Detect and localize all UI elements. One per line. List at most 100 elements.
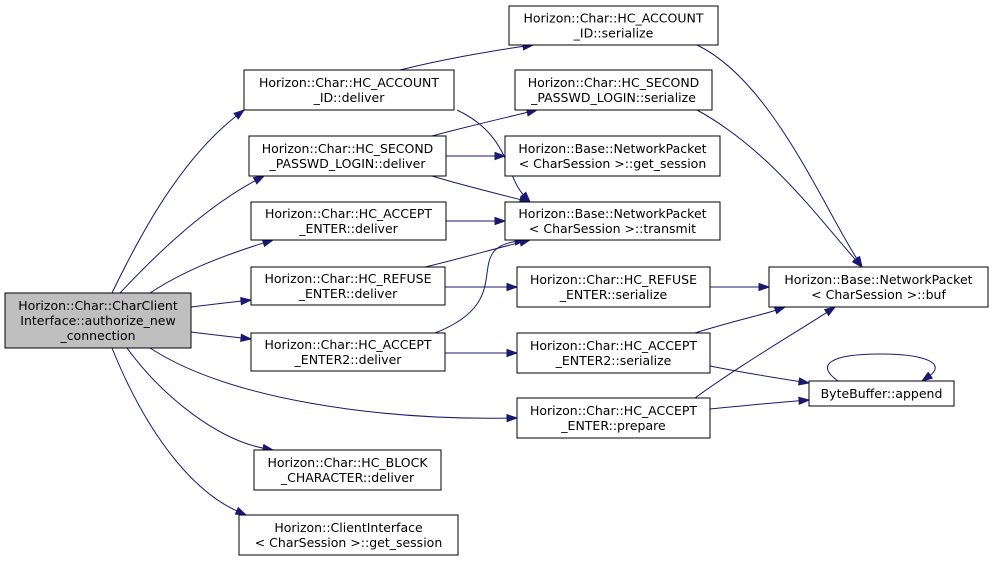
node-label-line: < CharSession >::get_session xyxy=(255,535,443,550)
edge-line xyxy=(399,45,525,71)
node-label-line: _ENTER::deliver xyxy=(298,286,398,301)
edge-arrowhead xyxy=(506,348,519,358)
node-acc-id-serialize[interactable]: Horizon::Char::HC_ACCOUNT_ID::serialize xyxy=(508,5,719,46)
node-accept-enter2-deliver[interactable]: Horizon::Char::HC_ACCEPT_ENTER2::deliver xyxy=(250,332,446,372)
node-box xyxy=(808,380,955,407)
node-label-line: Horizon::Base::NetworkPacket xyxy=(518,206,706,221)
node-box xyxy=(250,266,446,306)
node-root[interactable]: Horizon::Char::CharClientInterface::auth… xyxy=(4,292,192,349)
node-label-line: _ENTER::deliver xyxy=(298,221,398,236)
node-label-line: Horizon::Base::NetworkPacket xyxy=(518,141,706,156)
node-label-line: Horizon::Char::HC_SECOND xyxy=(528,75,700,90)
edge-arrowhead xyxy=(773,306,787,315)
node-accept-enter-prepare[interactable]: Horizon::Char::HC_ACCEPT_ENTER::prepare xyxy=(516,397,711,439)
edge-arrowhead xyxy=(920,371,934,382)
edge-arrowhead xyxy=(506,282,519,292)
edge-sec_pass_deliver-to-np_get_session xyxy=(445,151,507,161)
edge-acc_id_serialize-to-np_buf xyxy=(696,44,863,269)
edge-accept_enter2_serialize-to-bb_append xyxy=(709,365,811,386)
edge-arrowhead xyxy=(234,506,248,516)
node-accept-enter2-serialize[interactable]: Horizon::Char::HC_ACCEPT_ENTER2::seriali… xyxy=(516,332,711,374)
edge-acc_id_deliver-to-acc_id_serialize xyxy=(399,42,535,71)
node-label-line: ByteBuffer::append xyxy=(821,386,943,401)
node-box xyxy=(514,69,713,111)
edge-arrowhead xyxy=(506,413,519,423)
node-label-line: Horizon::Char::HC_ACCOUNT xyxy=(259,75,439,90)
node-np-get-session[interactable]: Horizon::Base::NetworkPacket< CharSessio… xyxy=(504,135,721,177)
edge-root-to-refuse_enter_deliver xyxy=(190,296,253,308)
node-box xyxy=(238,514,459,556)
edge-root-to-acc_id_deliver xyxy=(111,109,246,294)
node-label-line: < CharSession >::get_session xyxy=(519,156,707,171)
node-box xyxy=(504,201,721,241)
node-box xyxy=(253,449,442,491)
edge-accept_enter2_deliver-to-accept_enter2_serialize xyxy=(445,348,519,358)
edge-root-to-accept_enter2_deliver xyxy=(190,331,253,343)
node-label-line: Horizon::ClientInterface xyxy=(274,520,423,535)
node-refuse-enter-deliver[interactable]: Horizon::Char::HC_REFUSE_ENTER::deliver xyxy=(250,266,446,306)
edge-arrowhead xyxy=(798,396,811,406)
node-bb-append[interactable]: ByteBuffer::append xyxy=(808,380,955,407)
edge-arrowhead xyxy=(240,333,253,343)
node-label-line: _ENTER::prepare xyxy=(560,418,666,433)
function-nodes: Horizon::Char::CharClientInterface::auth… xyxy=(4,5,989,556)
edge-arrowhead xyxy=(823,306,837,317)
node-box xyxy=(516,332,711,374)
edge-refuse_enter_serialize-to-np_buf xyxy=(710,282,771,292)
edge-accept_enter_prepare-to-bb_append xyxy=(709,396,811,410)
edge-line xyxy=(694,311,828,399)
node-box xyxy=(243,69,455,111)
node-label-line: _ENTER2::deliver xyxy=(294,352,403,367)
edge-root-to-accept_enter_prepare xyxy=(149,347,519,423)
edge-refuse_enter_deliver-to-refuse_enter_serialize xyxy=(445,282,519,292)
edge-arrowhead xyxy=(494,151,507,161)
node-np-buf[interactable]: Horizon::Base::NetworkPacket< CharSessio… xyxy=(768,266,989,308)
node-label-line: Horizon::Char::HC_ACCEPT xyxy=(530,338,697,353)
node-label-line: Horizon::Char::HC_ACCEPT xyxy=(530,403,697,418)
node-box xyxy=(504,135,721,177)
edge-line xyxy=(456,109,525,196)
node-box xyxy=(516,266,711,308)
edge-line xyxy=(709,365,801,383)
edge-line xyxy=(424,241,522,268)
node-accept-enter-deliver[interactable]: Horizon::Char::HC_ACCEPT_ENTER::deliver xyxy=(250,201,447,241)
node-label-line: _ENTER2::serialize xyxy=(555,353,672,368)
node-box xyxy=(248,135,447,177)
node-label-line: _ID::deliver xyxy=(313,90,386,105)
node-label-line: Horizon::Char::HC_ACCOUNT xyxy=(523,11,703,26)
node-box xyxy=(508,5,719,46)
node-sec-pass-deliver[interactable]: Horizon::Char::HC_SECOND_PASSWD_LOGIN::d… xyxy=(248,135,447,177)
edge-line xyxy=(434,240,517,334)
node-label-line: _PASSWD_LOGIN::serialize xyxy=(530,90,696,105)
edge-line xyxy=(149,347,509,419)
edge-arrowhead xyxy=(240,296,253,306)
node-label-line: < CharSession >::buf xyxy=(811,287,946,302)
edge-line xyxy=(190,331,243,339)
node-label-line: _connection xyxy=(59,328,135,343)
edge-accept_enter_prepare-to-np_buf xyxy=(694,306,837,399)
node-sec-pass-serialize[interactable]: Horizon::Char::HC_SECOND_PASSWD_LOGIN::s… xyxy=(514,69,713,111)
node-label-line: < CharSession >::transmit xyxy=(529,221,696,236)
node-label-line: Horizon::Char::HC_ACCEPT xyxy=(265,206,432,221)
node-label-line: _ID::serialize xyxy=(573,26,654,41)
edge-sec_pass_deliver-to-np_transmit xyxy=(431,175,532,204)
node-np-transmit[interactable]: Horizon::Base::NetworkPacket< CharSessio… xyxy=(504,201,721,241)
node-refuse-enter-serialize[interactable]: Horizon::Char::HC_REFUSE_ENTER::serializ… xyxy=(516,266,711,308)
edge-line xyxy=(694,309,777,334)
node-acc-id-deliver[interactable]: Horizon::Char::HC_ACCOUNT_ID::deliver xyxy=(243,69,455,111)
edge-line xyxy=(190,300,243,308)
node-label-line: Horizon::Char::HC_REFUSE xyxy=(530,272,697,287)
edge-line xyxy=(119,179,257,294)
edge-arrowhead xyxy=(233,109,246,120)
node-label-line: Horizon::Char::HC_REFUSE xyxy=(265,271,432,286)
node-label-line: _PASSWD_LOGIN::deliver xyxy=(269,156,427,171)
node-label-line: Interface::authorize_new xyxy=(20,313,175,328)
edge-line xyxy=(826,353,936,382)
node-block-char-deliver[interactable]: Horizon::Char::HC_BLOCK_CHARACTER::deliv… xyxy=(253,449,442,491)
edge-sec_pass_serialize-to-np_buf xyxy=(696,109,864,269)
node-label-line: _CHARACTER::deliver xyxy=(280,470,415,485)
edge-line xyxy=(696,109,857,261)
node-client-get-session[interactable]: Horizon::ClientInterface< CharSession >:… xyxy=(238,514,459,556)
node-label-line: Horizon::Char::HC_ACCEPT xyxy=(264,337,431,352)
